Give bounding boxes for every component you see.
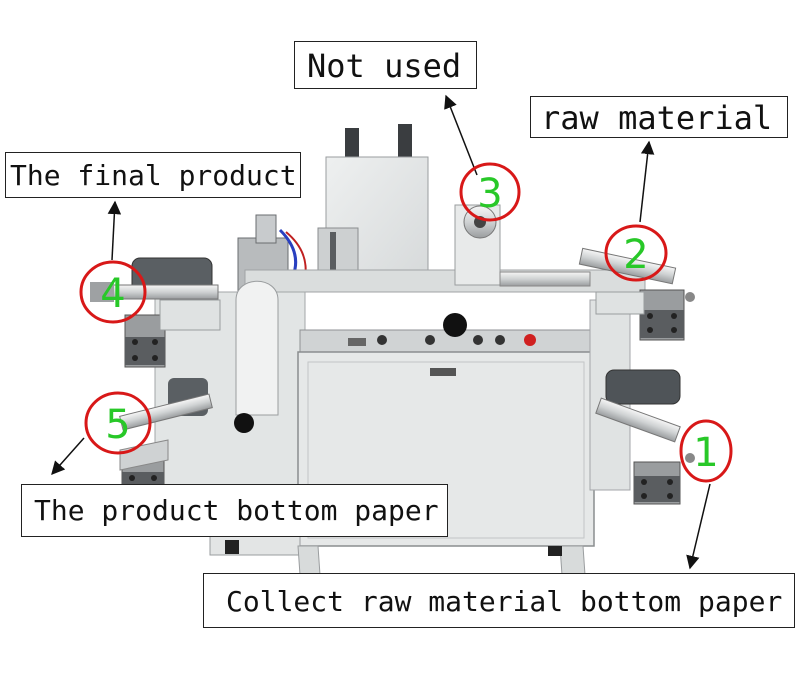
marker-1-ring: [679, 419, 733, 483]
marker-2-ring: [604, 224, 668, 282]
markers: 1 2 3 4 5: [79, 162, 733, 483]
top-handle-right: [398, 124, 412, 164]
marker-2: 2: [604, 224, 668, 282]
callout-arrows: [51, 94, 711, 570]
arrow-not-used: [444, 94, 478, 176]
roller-3-shaft: [499, 271, 591, 287]
label-product-bottom-paper: The product bottom paper: [21, 484, 448, 537]
arrow-product-bottom-paper: [51, 437, 85, 476]
marker-3-number: 3: [477, 171, 502, 217]
marker-5-number: 5: [105, 402, 130, 448]
marker-3-ring: [459, 162, 521, 222]
marker-3: 3: [459, 162, 521, 222]
marker-2-number: 2: [623, 232, 648, 278]
front-guard: [235, 280, 279, 416]
top-handle-left: [345, 128, 359, 164]
label-final-product: The final product: [5, 152, 301, 198]
marker-4: 4: [79, 260, 147, 324]
marker-5: 5: [84, 391, 152, 455]
marker-1: 1: [679, 419, 733, 483]
control-panel: [299, 329, 593, 353]
arrow-collect-raw-bottom: [686, 483, 711, 570]
left-hole: [234, 413, 254, 433]
arrow-final-product: [107, 200, 122, 261]
arrow-raw-material: [639, 140, 655, 223]
marker-5-ring: [84, 391, 152, 455]
label-raw-material: raw material: [530, 96, 788, 138]
label-collect-raw-bottom: Collect raw material bottom paper: [203, 573, 795, 628]
waste-rewind-assembly-1: [595, 369, 695, 505]
label-not-used: Not used: [294, 41, 477, 89]
cabinet-badge: [430, 368, 456, 376]
marker-4-ring: [79, 260, 147, 324]
unwind-assembly-4: [90, 257, 221, 368]
emergency-stop: [524, 334, 536, 346]
marker-4-number: 4: [100, 271, 125, 317]
knob: [443, 313, 467, 337]
marker-1-number: 1: [693, 430, 718, 476]
